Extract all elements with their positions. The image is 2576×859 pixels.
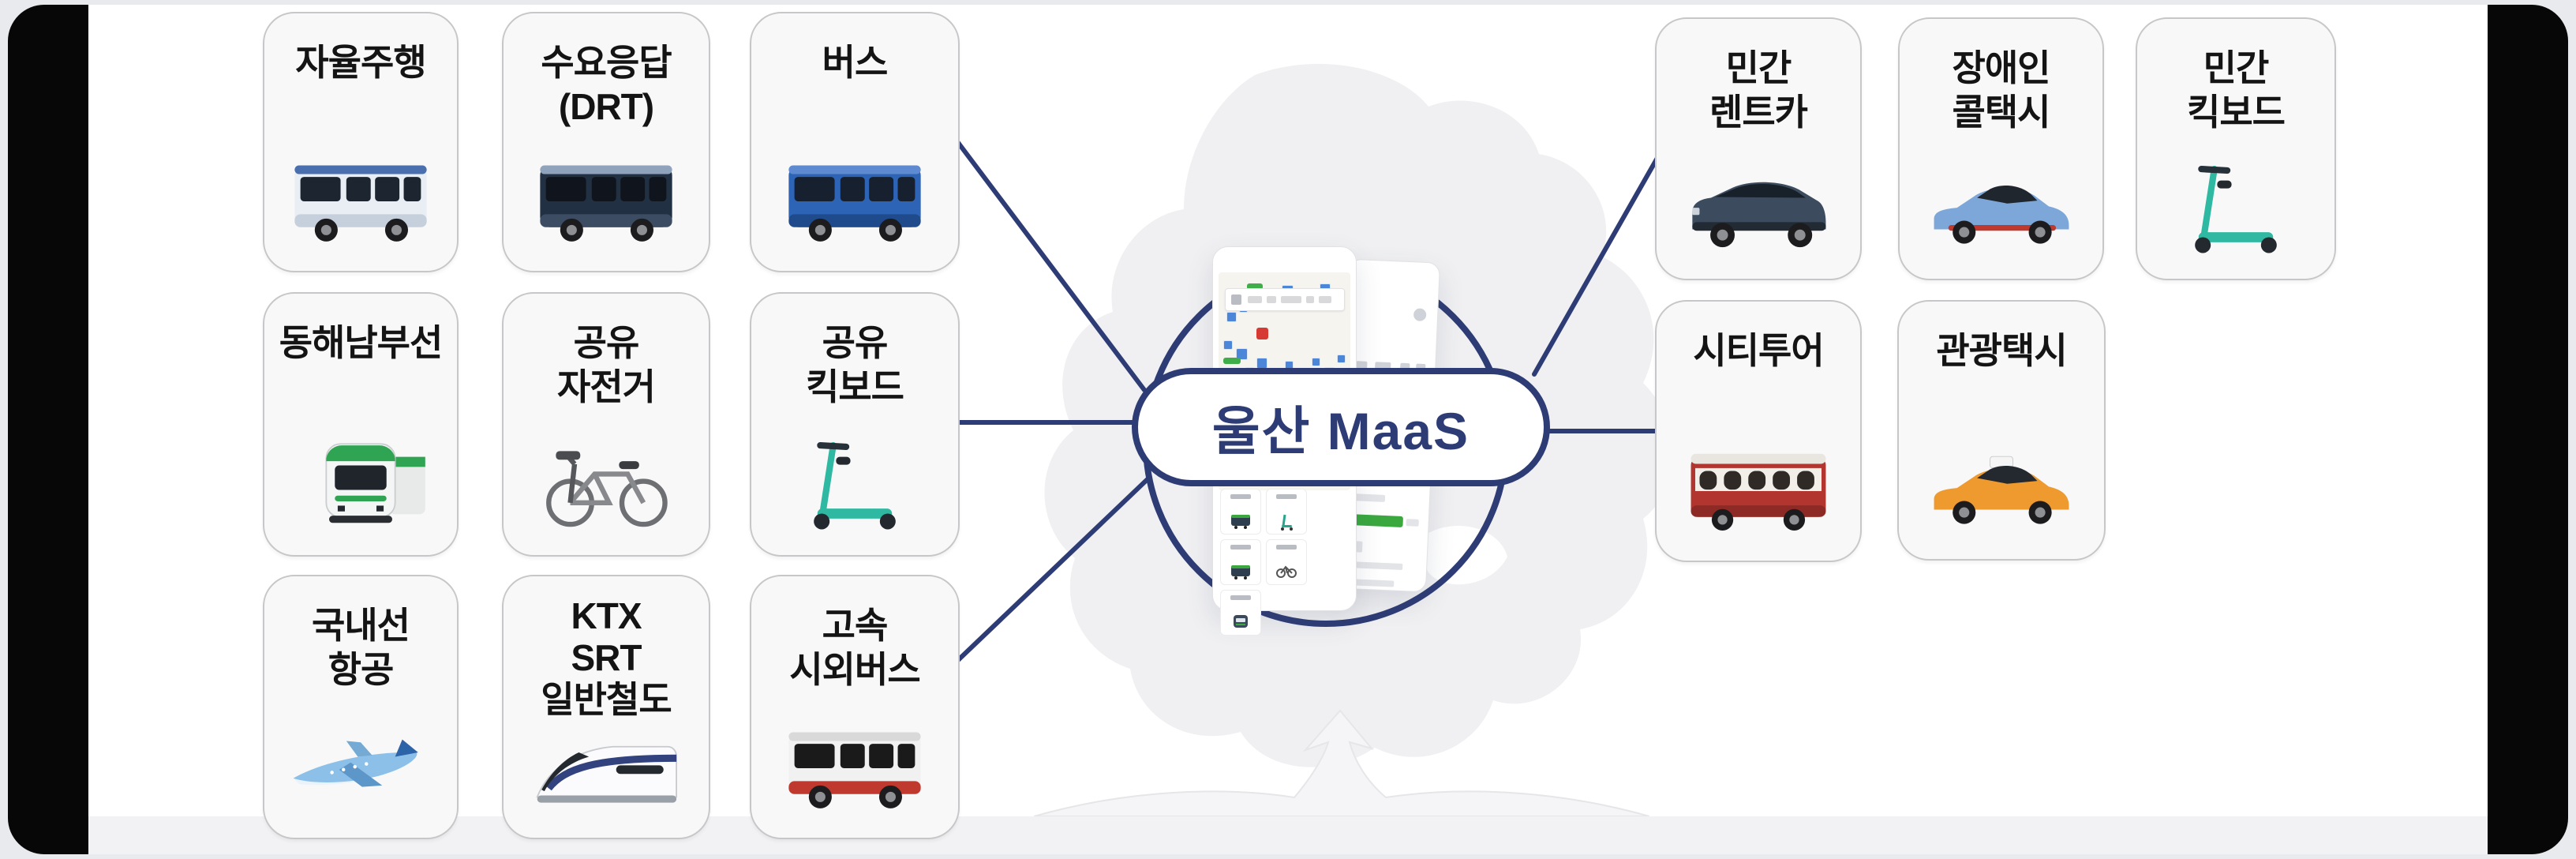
- map-green-chip: [1223, 358, 1241, 364]
- link-express-bus: [954, 476, 1151, 664]
- autonomous-bus-icon: [282, 149, 440, 253]
- bike-mini-icon: [1276, 564, 1297, 578]
- ktx-train-icon: [527, 716, 685, 820]
- mode-tile-train: [1220, 590, 1261, 636]
- hub-pill: 울산 MaaS: [1132, 368, 1550, 486]
- transport-card: 수요응답(DRT): [502, 12, 710, 272]
- transport-card: 동해남부선: [263, 292, 459, 557]
- map-red-pin: [1256, 328, 1268, 339]
- route-progress-bar: [1352, 514, 1404, 527]
- transport-mode-grid: [1220, 489, 1350, 636]
- transport-card: 관광택시: [1897, 300, 2106, 561]
- map-marker: [1223, 340, 1233, 350]
- bus-mini-icon: [1230, 564, 1251, 580]
- map-green-chip: [1247, 283, 1263, 290]
- card-label: 자율주행: [295, 42, 426, 83]
- menu-icon: [1231, 294, 1241, 305]
- link-bus: [954, 138, 1147, 392]
- map-marker: [1226, 312, 1237, 322]
- train-mini-icon: [1231, 614, 1250, 630]
- search-bar: [1225, 288, 1345, 311]
- tile-label-blob: [1276, 545, 1297, 550]
- slide-bottom-strip: [88, 816, 2488, 854]
- city-tour-bus-icon: [1679, 439, 1837, 543]
- drt-bus-icon: [527, 149, 685, 253]
- text-line: [1350, 561, 1403, 571]
- mode-tile-bus: [1220, 489, 1261, 535]
- mode-tile-scooter: [1266, 489, 1307, 535]
- transport-card: 시티투어: [1655, 300, 1862, 562]
- transport-card: 자율주행: [263, 12, 459, 272]
- shared-bicycle-icon: [527, 433, 685, 538]
- link-rental-car: [1532, 156, 1660, 377]
- mode-tile-bus: [1220, 539, 1261, 585]
- express-bus-icon: [776, 716, 934, 820]
- rental-suv-icon: [1679, 157, 1837, 261]
- mode-tile-bike: [1266, 539, 1307, 585]
- tile-label-blob: [1276, 494, 1297, 499]
- map-marker: [1236, 348, 1248, 360]
- airplane-icon: [282, 716, 440, 820]
- transport-card: 버스: [750, 12, 960, 272]
- map-marker: [1312, 358, 1320, 366]
- tile-label-blob: [1230, 545, 1251, 550]
- tile-label-blob: [1230, 595, 1251, 600]
- metro-train-icon: [282, 433, 440, 538]
- card-label: 버스: [822, 42, 889, 83]
- map-marker: [1337, 354, 1346, 363]
- scooter-mini-icon: [1278, 513, 1295, 531]
- card-label: 관광택시: [1936, 330, 2067, 371]
- hub-label: 울산 MaaS: [1211, 402, 1470, 460]
- search-text-blob: [1281, 296, 1301, 303]
- text-line: [1406, 519, 1419, 527]
- search-text-blob: [1319, 296, 1331, 303]
- card-label: 시티투어: [1693, 330, 1824, 371]
- kickboard-icon: [2157, 157, 2315, 261]
- map-marker: [1256, 358, 1267, 369]
- search-text-blob: [1306, 296, 1314, 303]
- card-label: 동해남부선: [279, 322, 444, 363]
- arrow-up-graphic: [1034, 709, 1649, 816]
- card-label: 수요응답(DRT): [541, 42, 672, 128]
- search-text-blob: [1248, 296, 1262, 303]
- text-line: [1353, 493, 1386, 502]
- kickboard-icon: [776, 433, 934, 538]
- refresh-icon: [1413, 308, 1427, 322]
- search-text-blob: [1267, 296, 1276, 303]
- tile-label-blob: [1230, 494, 1251, 499]
- city-bus-icon: [776, 149, 934, 253]
- tour-taxi-icon: [1923, 437, 2080, 542]
- call-taxi-icon: [1923, 157, 2080, 261]
- bus-mini-icon: [1230, 513, 1251, 529]
